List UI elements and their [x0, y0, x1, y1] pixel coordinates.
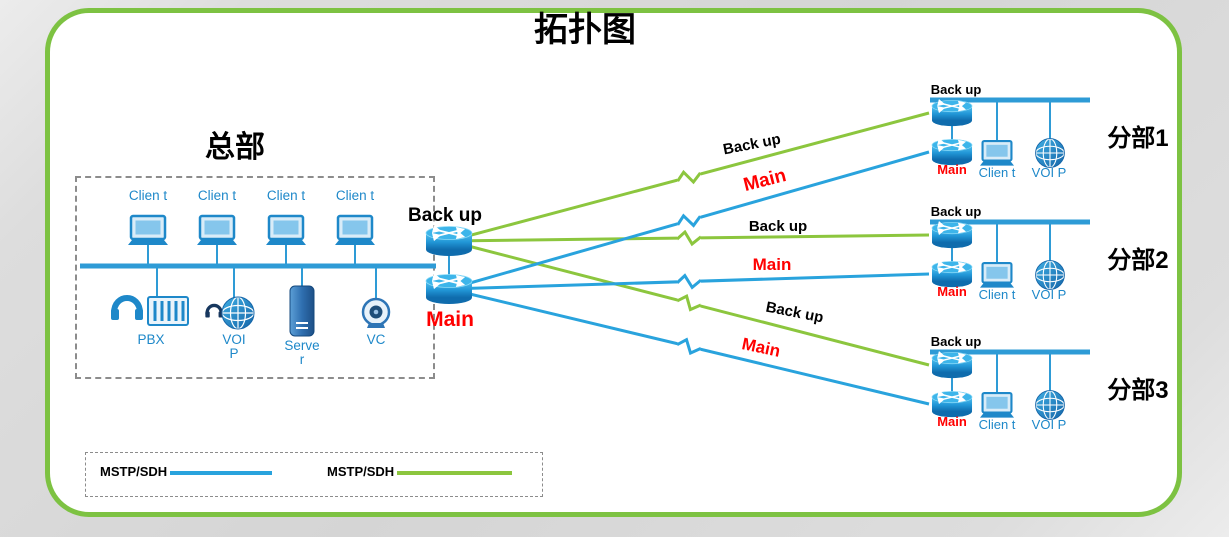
core-main-label: Main: [426, 308, 474, 331]
branch1-name: 分部1: [1107, 125, 1169, 152]
client-computer-icon: [333, 214, 377, 247]
legend-box: [85, 452, 543, 497]
lightning-bolt-icon: [673, 334, 705, 359]
client-computer-icon: [978, 391, 1016, 419]
branch1-voip-label: VOI P: [1031, 165, 1067, 180]
client-computer-icon: [195, 214, 239, 247]
branch2-client-label: Clien t: [978, 287, 1016, 302]
voip-globe-icon: [1035, 260, 1065, 290]
client-computer-icon: [126, 214, 170, 247]
branch3-lan: [930, 349, 1090, 420]
lightning-bolt-icon: [673, 164, 705, 190]
lightning-bolt-icon: [675, 228, 703, 248]
client-computer-icon: [978, 139, 1016, 167]
lightning-bolt-icon: [673, 208, 705, 233]
branch3-name: 分部3: [1107, 377, 1169, 404]
branch3-backup-label: Back up: [930, 334, 982, 349]
pbx-label: PBX: [137, 332, 165, 347]
voip-globe-icon: [221, 296, 255, 330]
link-label-main-branch2: Main: [752, 255, 792, 274]
legend-green-line: [397, 471, 512, 475]
branch2-lan: [930, 219, 1090, 290]
hq-client-label: Clien t: [128, 188, 168, 203]
branch3-main-label: Main: [937, 414, 967, 429]
hq-client-label: Clien t: [197, 188, 237, 203]
legend-blue-line: [170, 471, 272, 475]
voip-label: VOI P: [222, 332, 246, 362]
hq-lan: [80, 214, 436, 337]
voip-handset-icon: [203, 303, 225, 320]
server-label: Serve r: [284, 338, 320, 368]
legend-item-label: MSTP/SDH: [100, 464, 168, 479]
branch2-name: 分部2: [1107, 247, 1169, 274]
hq-client-label: Clien t: [266, 188, 306, 203]
core-routers: [426, 227, 472, 305]
voip-globe-icon: [1035, 390, 1065, 420]
voip-globe-icon: [1035, 138, 1065, 168]
branch1-main-label: Main: [937, 162, 967, 177]
branch3-client-label: Clien t: [978, 417, 1016, 432]
client-computer-icon: [978, 261, 1016, 289]
branch-backup-router-icon: [932, 352, 972, 378]
branch1-lan: [930, 97, 1090, 168]
legend-item-label: MSTP/SDH: [327, 464, 395, 479]
hq-label: 总部: [205, 131, 265, 164]
wan-links: [448, 111, 930, 406]
page-title: 拓扑图: [534, 11, 636, 49]
branch3-voip-label: VOI P: [1031, 417, 1067, 432]
core-backup-label: Back up: [408, 205, 482, 226]
lightning-bolt-icon: [675, 271, 703, 292]
core-main-router-icon: [426, 275, 472, 305]
pbx-rack-icon: [146, 295, 190, 327]
video-camera-icon: [361, 297, 391, 330]
core-backup-router-icon: [426, 227, 472, 257]
hq-client-label: Clien t: [335, 188, 375, 203]
link-label-backup-branch2: Back up: [748, 218, 808, 235]
branch-backup-router-icon: [932, 100, 972, 126]
lightning-bolt-icon: [673, 290, 705, 316]
branch1-client-label: Clien t: [978, 165, 1016, 180]
server-icon: [289, 285, 315, 337]
branch1-backup-label: Back up: [930, 82, 982, 97]
branch-backup-router-icon: [932, 222, 972, 248]
pbx-handset-icon: [111, 298, 143, 320]
branch2-voip-label: VOI P: [1031, 287, 1067, 302]
client-computer-icon: [264, 214, 308, 247]
vc-label: VC: [366, 332, 386, 347]
branch2-main-label: Main: [937, 284, 967, 299]
branch2-backup-label: Back up: [930, 204, 982, 219]
